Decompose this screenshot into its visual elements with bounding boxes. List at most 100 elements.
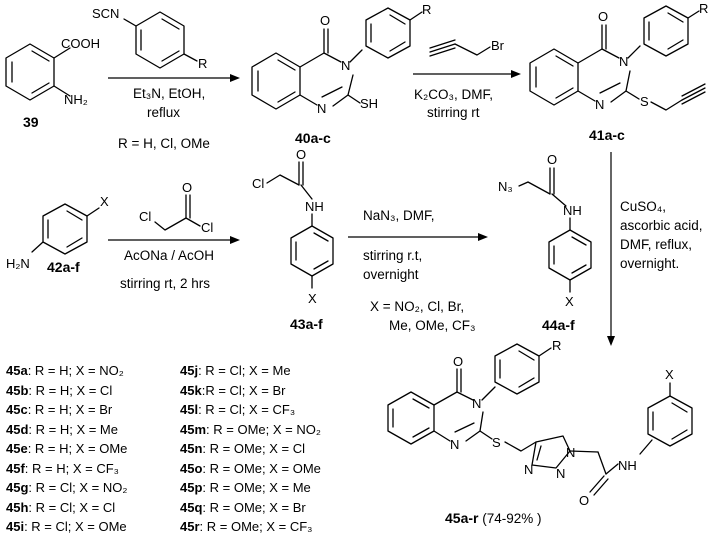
derivative-item: 45j: R = Cl; X = Me <box>180 363 291 378</box>
atom-r-reagent: R <box>198 56 207 71</box>
atom-o-44: O <box>547 152 557 167</box>
condition-4a: AcONa / AcOH <box>124 248 214 263</box>
compound-40-structure <box>251 7 423 110</box>
atom-br: Br <box>491 38 505 53</box>
condition-3d: overnight. <box>620 256 679 271</box>
derivative-item: 45g: R = Cl; X = NO₂ <box>6 480 128 495</box>
atom-n1-41: N <box>595 97 604 112</box>
atom-o-45: O <box>453 354 463 369</box>
isothiocyanate-structure <box>123 11 198 69</box>
atom-o-41: O <box>598 9 608 24</box>
compound-45-structure <box>387 343 693 496</box>
derivative-item: 45e: R = H; X = OMe <box>6 441 128 456</box>
compound-41-structure <box>529 5 706 111</box>
compound-label-41a-c: 41a-c <box>589 127 625 143</box>
atom-s-41: S <box>640 94 649 109</box>
derivative-item: 45q: R = OMe; X = Br <box>180 499 306 515</box>
derivative-item: 45n: R = OMe; X = Cl <box>180 441 305 456</box>
atom-cl-a: Cl <box>139 209 151 224</box>
derivative-item: 45h: R = Cl; X = Cl <box>6 499 116 515</box>
derivative-column-2: 45j: R = Cl; X = Me 45k:R = Cl; X = Br 4… <box>180 361 321 537</box>
atom-cl-43: Cl <box>252 176 264 191</box>
derivative-item: 45m: R = OMe; X = NO₂ <box>180 421 321 437</box>
derivative-item: 45r: R = OMe; X = CF₃ <box>180 519 313 534</box>
derivative-item: 45a: R = H; X = NO₂ <box>6 363 124 378</box>
atom-cooh: COOH <box>61 36 100 51</box>
atom-x-43: X <box>308 291 317 306</box>
atom-x-42: X <box>100 194 109 209</box>
substituents-r: R = H, Cl, OMe <box>118 136 210 151</box>
atom-nh2: NH₂ <box>64 92 88 107</box>
derivative-item: 45i: R = Cl; X = OMe <box>6 519 127 534</box>
atom-n1-45: N <box>450 437 459 452</box>
reagent-scn: SCN <box>92 6 119 21</box>
compound-42-structure <box>31 203 100 255</box>
propargyl-bromide-structure <box>429 39 491 57</box>
atom-sh-40: SH <box>360 96 378 111</box>
atom-o-43: O <box>296 147 306 162</box>
atom-s-45: S <box>492 435 501 450</box>
atom-x-45: X <box>665 367 674 382</box>
atom-n-triazole-1: N <box>566 445 575 460</box>
compound-label-43a-f: 43a-f <box>290 316 323 332</box>
arrow-head-1 <box>230 74 240 82</box>
atom-nh-43: NH <box>305 199 324 214</box>
atom-r-40: R <box>422 2 431 17</box>
condition-2b: stirring rt <box>427 105 480 120</box>
derivative-list: 45a: R = H; X = NO₂ 45b: R = H; X = Cl 4… <box>6 361 386 545</box>
condition-1b: reflux <box>147 105 180 120</box>
atom-n3-45: N <box>472 396 481 411</box>
atom-o-amide-45: O <box>579 493 589 508</box>
condition-3c: DMF, reflux, <box>620 237 692 252</box>
condition-5a: NaN₃, DMF, <box>363 208 435 223</box>
atom-h2n-42: H₂N <box>6 256 30 271</box>
derivative-item: 45f: R = H; X = CF₃ <box>6 460 119 476</box>
compound-44-structure <box>518 167 592 293</box>
atom-n3-41: N <box>619 54 628 69</box>
atom-n3-40: N <box>341 58 350 73</box>
atom-cl-b: Cl <box>201 220 213 235</box>
condition-4b: stirring rt, 2 hrs <box>120 276 210 291</box>
compound-label-42a-f: 42a-f <box>47 259 80 275</box>
atom-r-45: R <box>552 338 561 353</box>
condition-5b: stirring r.t, <box>363 248 422 263</box>
atom-n-triazole-2: N <box>556 466 565 481</box>
atom-x-44: X <box>565 294 574 309</box>
derivative-item: 45b: R = H; X = Cl <box>6 382 113 398</box>
arrow-head-3 <box>607 336 615 346</box>
derivative-item: 45d: R = H; X = Me <box>6 421 118 437</box>
derivative-item: 45p: R = OMe; X = Me <box>180 480 311 495</box>
yield-45: (74-92% ) <box>478 511 541 526</box>
compound-43-structure <box>266 161 334 289</box>
atom-nh-45: NH <box>618 458 637 473</box>
compound-label-39: 39 <box>23 114 39 130</box>
chloroacetyl-chloride-structure <box>154 194 201 231</box>
arrow-head-4 <box>230 236 240 244</box>
atom-nh-44: NH <box>563 203 582 218</box>
condition-1a: Et₃N, EtOH, <box>133 86 205 101</box>
atom-n1-40: N <box>317 101 326 116</box>
substituents-x-b: Me, OMe, CF₃ <box>389 318 476 333</box>
condition-3a: CuSO₄, <box>620 199 666 214</box>
compound-39-structure <box>5 43 71 101</box>
atom-r-41: R <box>699 1 708 16</box>
atom-o-40: O <box>320 13 330 28</box>
substituents-x-a: X = NO₂, Cl, Br, <box>370 299 464 314</box>
condition-5c: overnight <box>363 267 419 282</box>
derivative-column-1: 45a: R = H; X = NO₂ 45b: R = H; X = Cl 4… <box>6 361 127 537</box>
arrow-head-2 <box>511 70 521 78</box>
derivative-item: 45c: R = H; X = Br <box>6 402 113 417</box>
condition-2a: K₂CO₃, DMF, <box>414 87 493 102</box>
atom-n-triazole-3: N <box>524 462 533 477</box>
compound-label-45a-r: 45a-r (74-92% ) <box>445 510 542 526</box>
compound-label-44a-f: 44a-f <box>542 317 575 333</box>
derivative-item: 45k:R = Cl; X = Br <box>180 382 286 398</box>
derivative-item: 45l: R = Cl; X = CF₃ <box>180 402 296 417</box>
condition-3b: ascorbic acid, <box>620 218 703 233</box>
derivative-item: 45o: R = OMe; X = OMe <box>180 460 321 476</box>
label-45a-r: 45a-r <box>445 510 479 526</box>
compound-label-40a-c: 40a-c <box>295 130 331 146</box>
atom-o-chloride: O <box>182 180 192 195</box>
arrow-head-5 <box>478 233 488 241</box>
